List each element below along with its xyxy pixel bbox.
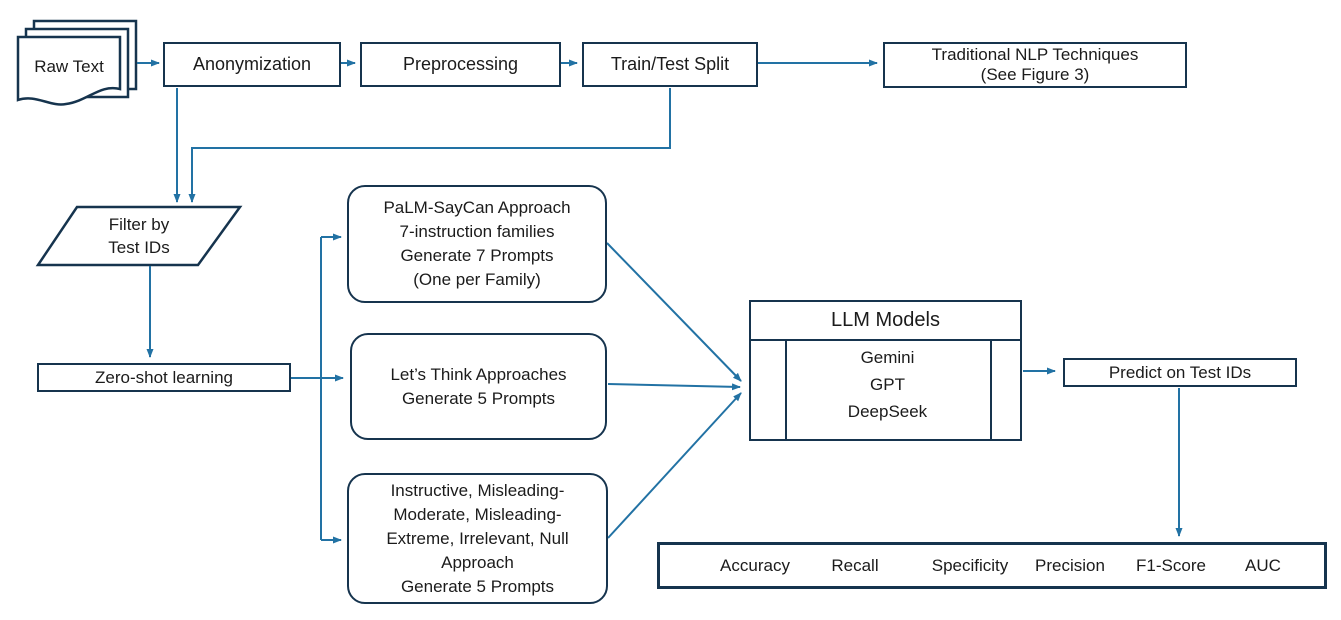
connector-adversarial-to-llm <box>607 392 742 539</box>
preprocessing-label: Preprocessing <box>402 54 519 74</box>
anonymization-label: Anonymization <box>192 54 312 74</box>
node-evaluation-metrics: Accuracy Recall Specificity Precision F1… <box>657 542 1327 589</box>
filter-by-test-ids-label: Filter by Test IDs <box>48 211 230 261</box>
connector-traintest-to-filter <box>188 88 671 203</box>
adversarial-line5: Generate 5 Prompts <box>400 576 555 596</box>
metric-precision: Precision <box>1035 555 1105 575</box>
llm-models-title: LLM Models <box>751 302 1020 341</box>
filter-parallelogram-shape <box>35 205 243 267</box>
document-sheet-front <box>16 35 122 106</box>
palm-saycan-line4: (One per Family) <box>413 270 541 289</box>
metric-f1-score: F1-Score <box>1136 555 1206 575</box>
raw-text-label-text: Raw Text <box>34 56 104 76</box>
multi-document-shape <box>16 19 138 106</box>
node-traditional-nlp: Traditional NLP Techniques (See Figure 3… <box>883 42 1187 88</box>
connector-palmsaycan-to-llm <box>606 242 742 382</box>
adversarial-line2: Moderate, Misleading- <box>393 504 562 524</box>
metric-recall: Recall <box>831 555 879 575</box>
llm-models-list: Gemini GPT DeepSeek <box>785 344 990 425</box>
node-zero-shot-learning: Zero-shot learning <box>37 363 291 392</box>
traditional-nlp-line1: Traditional NLP Techniques <box>931 45 1139 64</box>
adversarial-line1: Instructive, Misleading- <box>390 480 565 500</box>
adversarial-line3: Extreme, Irrelevant, Null <box>386 528 569 548</box>
predict-label: Predict on Test IDs <box>1108 363 1252 382</box>
llm-model-gemini: Gemini <box>860 348 915 367</box>
node-adversarial-prompts: Instructive, Misleading- Moderate, Misle… <box>347 473 608 604</box>
palm-saycan-line3: Generate 7 Prompts <box>400 246 554 265</box>
llm-model-deepseek: DeepSeek <box>847 402 928 421</box>
node-palm-saycan-approach: PaLM-SayCan Approach 7-instruction famil… <box>347 185 607 303</box>
llm-left-divider <box>785 341 787 439</box>
train-test-split-label: Train/Test Split <box>610 54 730 74</box>
node-predict-on-test-ids: Predict on Test IDs <box>1063 358 1297 387</box>
llm-model-gpt: GPT <box>870 375 905 394</box>
node-lets-think-approaches: Let’s Think Approaches Generate 5 Prompt… <box>350 333 607 440</box>
node-train-test-split: Train/Test Split <box>582 42 758 87</box>
palm-saycan-line2: 7-instruction families <box>399 222 555 241</box>
llm-right-divider <box>990 341 992 439</box>
node-llm-models: LLM Models Gemini GPT DeepSeek <box>749 300 1022 441</box>
raw-text-label: Raw Text <box>18 52 120 80</box>
metric-specificity: Specificity <box>931 555 1009 575</box>
lets-think-line2: Generate 5 Prompts <box>401 388 556 408</box>
palm-saycan-line1: PaLM-SayCan Approach <box>383 198 571 217</box>
traditional-nlp-line2: (See Figure 3) <box>980 65 1090 84</box>
filter-label-line2: Test IDs <box>108 238 170 257</box>
llm-models-title-text: LLM Models <box>831 309 940 331</box>
metric-accuracy: Accuracy <box>720 555 790 575</box>
zero-shot-label: Zero-shot learning <box>95 368 233 387</box>
node-anonymization: Anonymization <box>163 42 341 87</box>
filter-label-line1: Filter by <box>108 215 170 234</box>
node-preprocessing: Preprocessing <box>360 42 561 87</box>
lets-think-line1: Let’s Think Approaches <box>390 364 567 384</box>
adversarial-line4: Approach <box>441 552 514 572</box>
metric-auc: AUC <box>1245 555 1281 575</box>
connector-letsthink-to-llm <box>607 383 741 391</box>
